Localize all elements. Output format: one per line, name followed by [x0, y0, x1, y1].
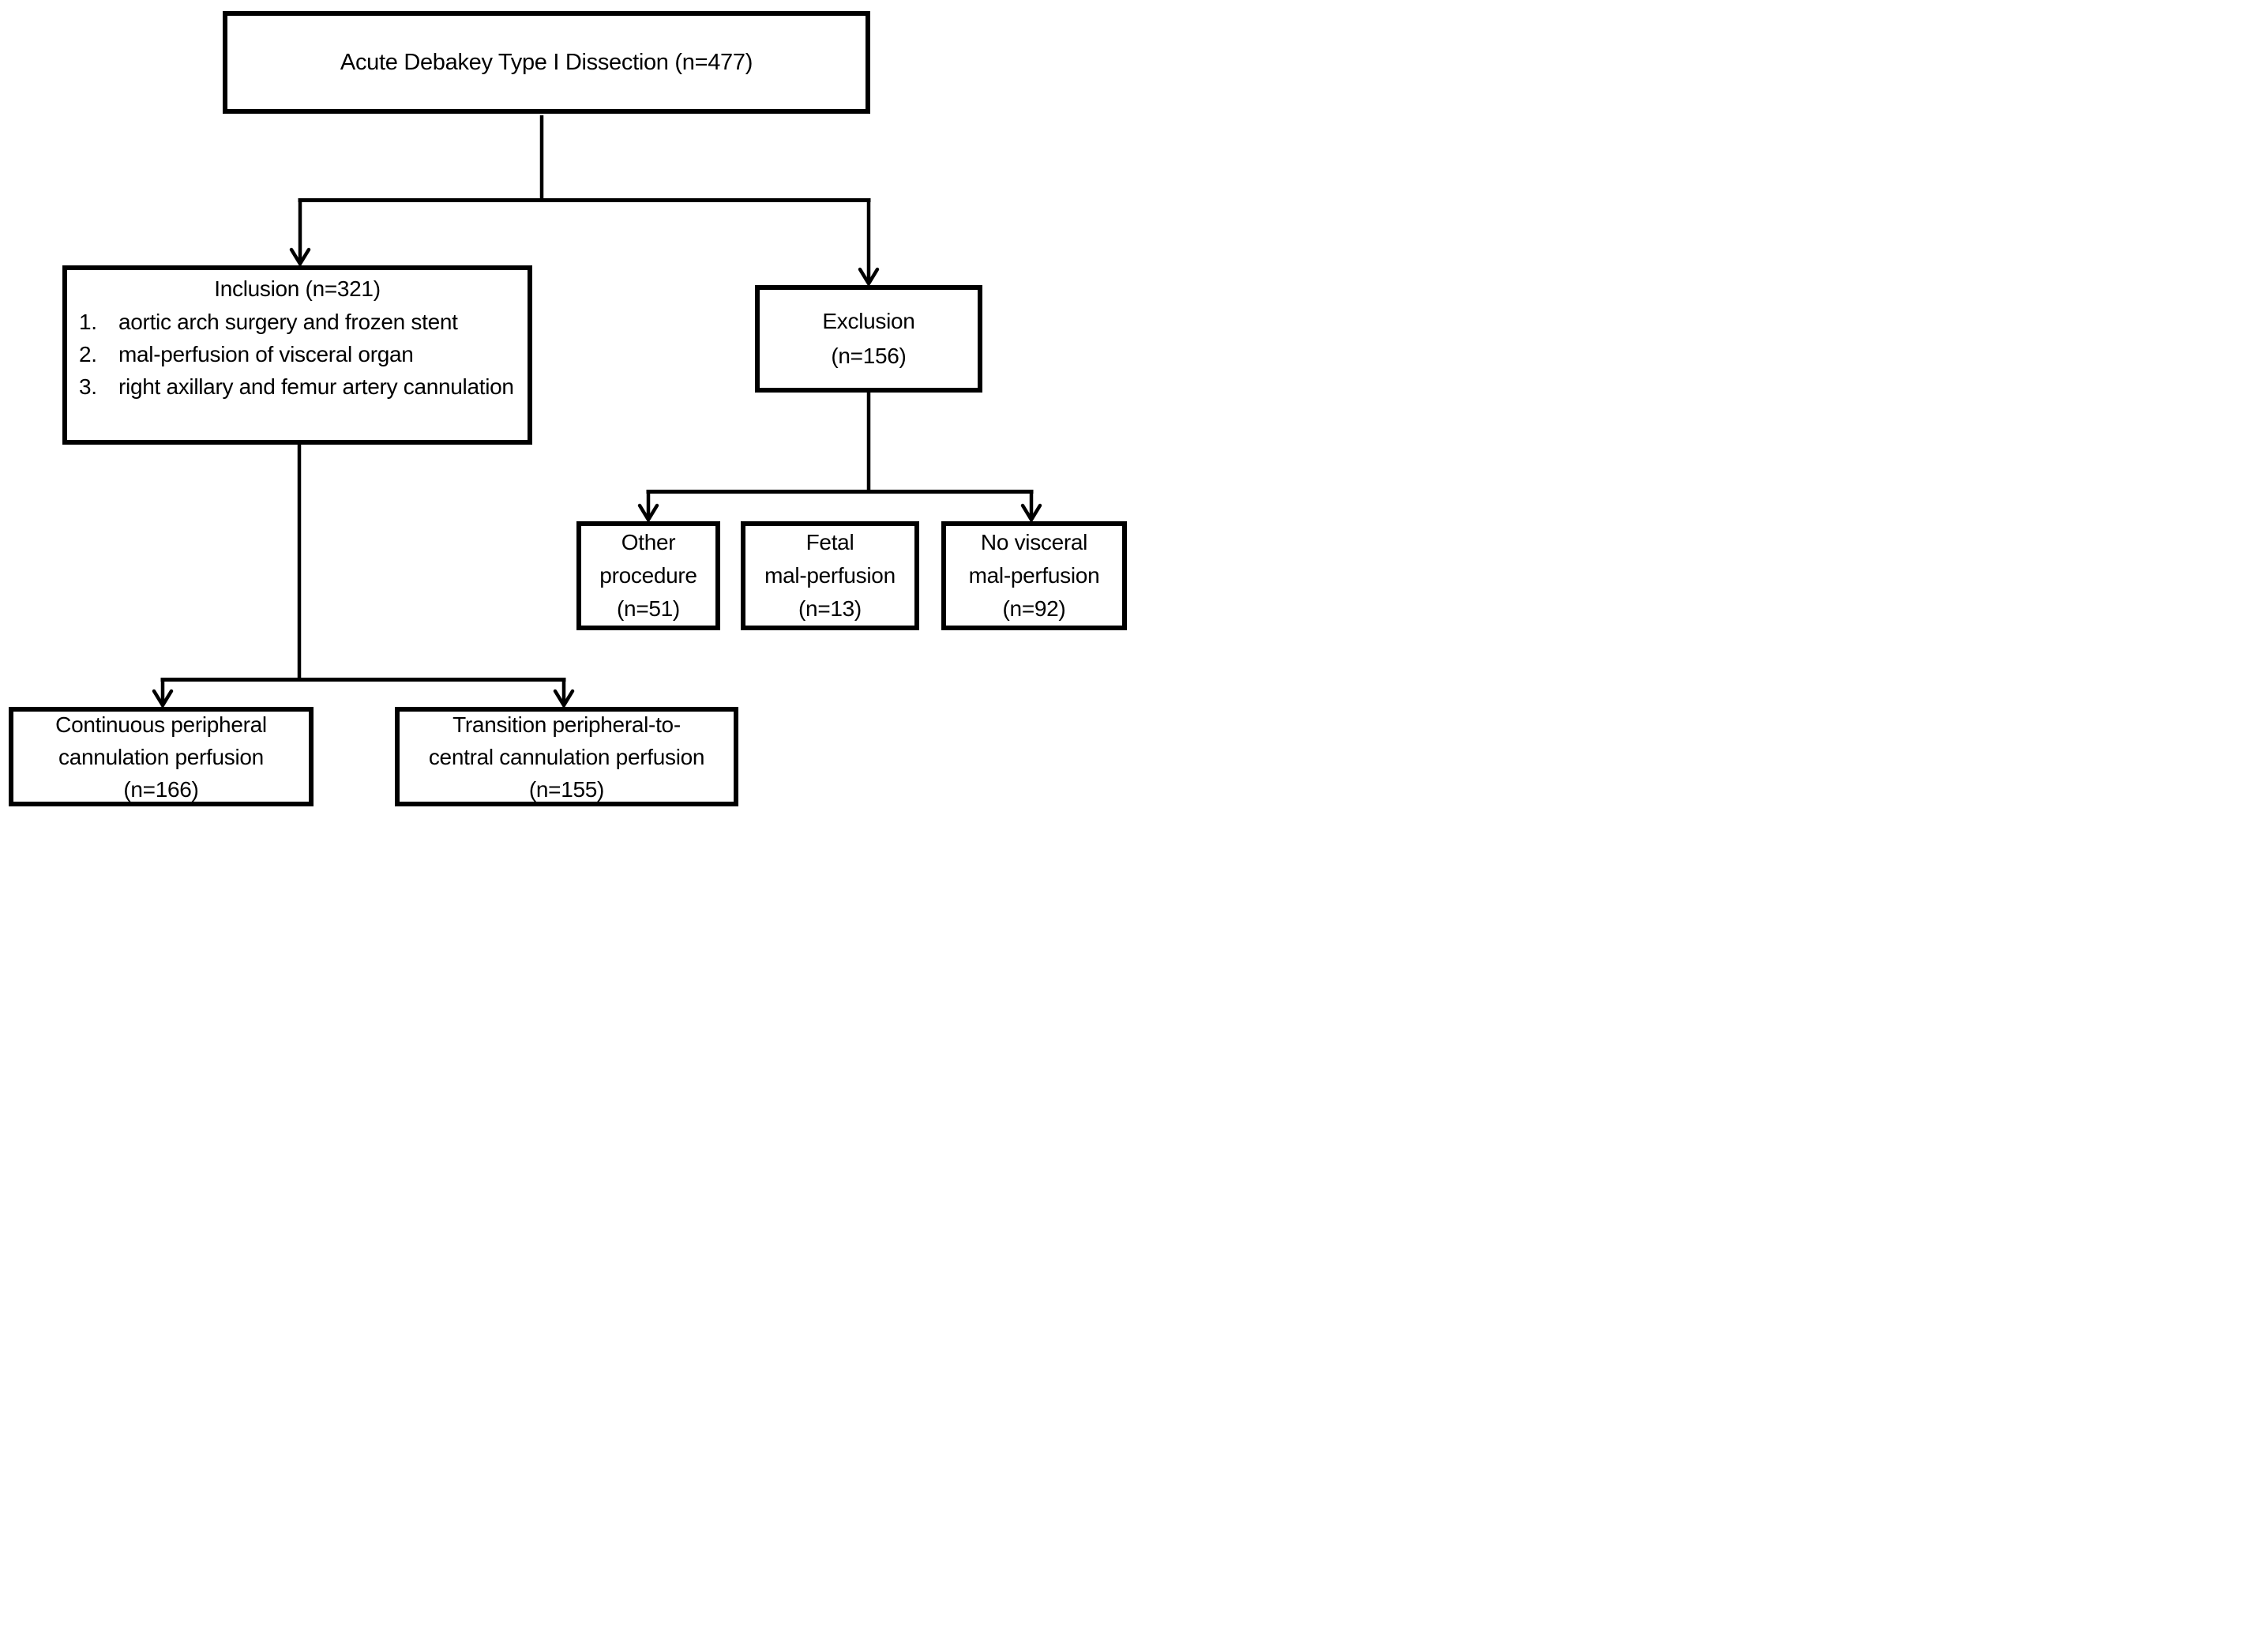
node-root-label: Acute Debakey Type I Dissection (n=477)	[340, 49, 753, 75]
node-exclusion-line: Exclusion	[822, 309, 915, 333]
node-line: Other	[621, 530, 676, 554]
node-exclusion-count: (n=156)	[831, 344, 907, 368]
node-line: No visceral	[980, 530, 1088, 554]
node-line: mal-perfusion	[968, 563, 1100, 588]
node-line: Transition peripheral-to-	[452, 712, 681, 737]
list-item-text: right axillary and femur artery cannulat…	[118, 374, 514, 399]
node-line: Continuous peripheral	[55, 712, 267, 737]
node-count: (n=155)	[528, 776, 605, 802]
arrowhead-to-no-visceral-icon	[1020, 503, 1042, 524]
node-count: (n=166)	[123, 776, 199, 802]
node-continuous-peripheral: Continuous peripheral cannulation perfus…	[9, 707, 314, 806]
connector-layer	[152, 115, 1042, 709]
node-inclusion-title: Inclusion (n=321)	[214, 276, 381, 301]
node-line: mal-perfusion	[764, 563, 896, 588]
node-count: (n=51)	[617, 596, 680, 621]
list-item-number: 1.	[79, 310, 97, 334]
arrowhead-to-other-procedure-icon	[637, 503, 659, 524]
list-item-number: 2.	[79, 342, 97, 366]
node-no-visceral-malperfusion: No visceral mal-perfusion (n=92)	[941, 521, 1127, 630]
list-item-number: 3.	[79, 374, 97, 399]
node-fetal-malperfusion: Fetal mal-perfusion (n=13)	[741, 521, 919, 630]
node-transition-peripheral-central: Transition peripheral-to- central cannul…	[395, 707, 738, 806]
list-item: 1. aortic arch surgery and frozen stent	[79, 306, 521, 338]
node-other-procedure: Other procedure (n=51)	[576, 521, 720, 630]
node-line: central cannulation perfusion	[428, 744, 705, 769]
node-count: (n=92)	[1002, 596, 1066, 621]
node-exclusion: Exclusion (n=156)	[755, 285, 982, 393]
node-line: Fetal	[805, 530, 854, 554]
node-root: Acute Debakey Type I Dissection (n=477)	[223, 11, 870, 114]
arrowhead-to-continuous-icon	[152, 689, 174, 709]
arrowhead-to-transition-icon	[553, 689, 575, 709]
arrowhead-to-inclusion-icon	[289, 247, 311, 268]
node-count: (n=13)	[798, 596, 862, 621]
node-line: cannulation perfusion	[58, 744, 264, 769]
inclusion-criteria-list: 1. aortic arch surgery and frozen stent …	[67, 306, 528, 403]
arrowhead-to-exclusion-icon	[858, 267, 880, 287]
list-item-text: mal-perfusion of visceral organ	[118, 342, 414, 366]
list-item: 3. right axillary and femur artery cannu…	[79, 370, 521, 403]
node-inclusion: Inclusion (n=321) 1. aortic arch surgery…	[62, 265, 532, 445]
node-line: procedure	[599, 563, 697, 588]
list-item: 2. mal-perfusion of visceral organ	[79, 338, 521, 370]
flow-diagram: Acute Debakey Type I Dissection (n=477) …	[0, 0, 1134, 821]
list-item-text: aortic arch surgery and frozen stent	[118, 310, 458, 334]
